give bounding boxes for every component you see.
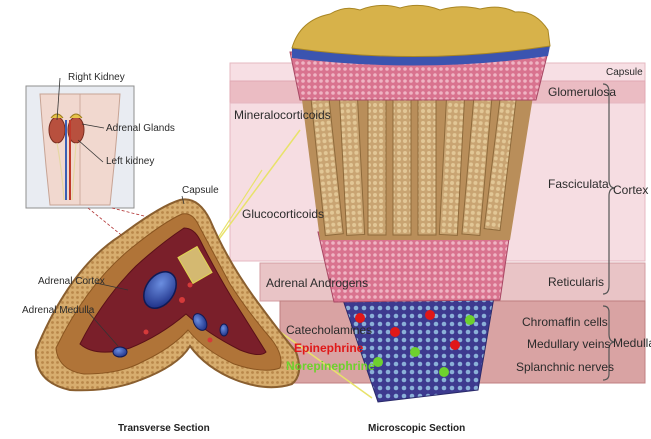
chromaffin-cells-label: Chromaffin cells [522,316,608,328]
adrenal-glands-label: Adrenal Glands [106,124,175,134]
medullary-veins-label: Medullary veins [527,338,610,350]
left-kidney-label: Left kidney [106,157,154,167]
splanchnic-nerves-label: Splanchnic nerves [516,361,614,373]
medulla-label: Medulla [613,337,651,349]
adrenal-cortex-label: Adrenal Cortex [38,277,105,287]
transverse-capsule-label: Capsule [182,186,219,196]
reticularis-label: Reticularis [548,276,604,288]
microscopic-section-caption: Microscopic Section [368,424,465,434]
right-kidney-label: Right Kidney [68,73,125,83]
glucocorticoids-label: Glucocorticoids [242,208,324,220]
adrenal-androgens-label: Adrenal Androgens [266,277,368,289]
fasciculata-label: Fasciculata [548,178,609,190]
cortex-label: Cortex [613,184,648,196]
reticularis-tissue [318,232,510,302]
capsule-tissue [292,5,550,56]
catecholamines-label: Catecholamines [286,324,372,336]
capsule-zone-label: Capsule [606,68,643,78]
glomerulosa-label: Glomerulosa [548,86,616,98]
mineralocorticoids-label: Mineralocorticoids [234,109,331,121]
transverse-section-caption: Transverse Section [118,424,210,434]
norepinephrine-label: Norepinephrine [286,360,375,372]
epinephrine-label: Epinephrine [294,342,363,354]
adrenal-medulla-label: Adrenal Medulla [22,306,94,316]
right-kidney-shape [49,117,65,143]
